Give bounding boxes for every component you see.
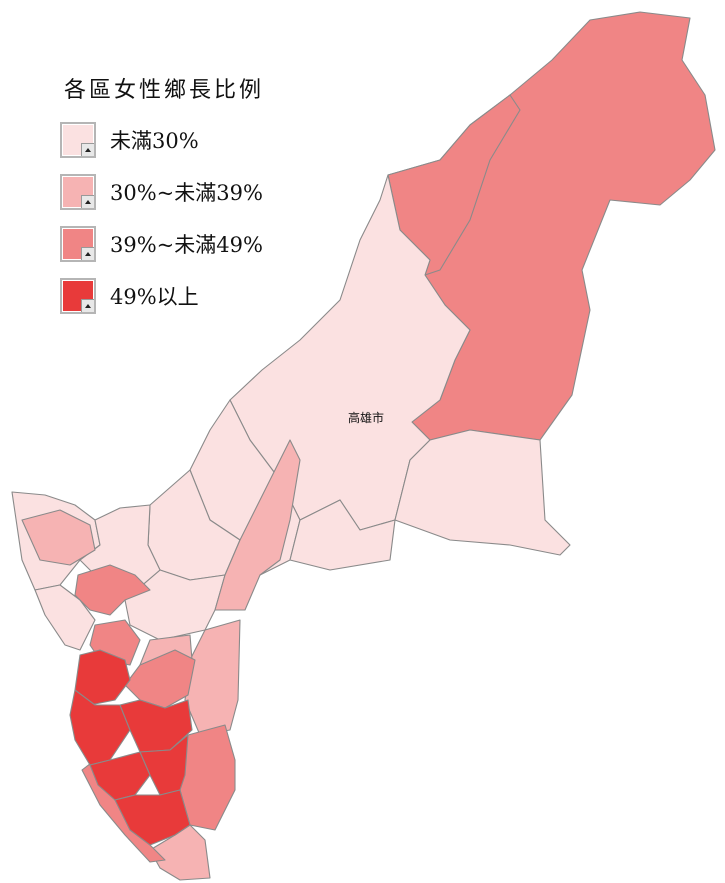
region-south-c (124, 649, 196, 709)
region-high-d (89, 751, 151, 801)
legend-swatch-2 (60, 174, 96, 210)
legend-item-2: 30%~未滿39% (60, 166, 264, 218)
region-east-low (394, 429, 571, 556)
legend-title: 各區女性鄉長比例 (64, 78, 265, 103)
region-central-a (289, 499, 396, 571)
swatch-corner-icon (81, 143, 94, 156)
swatch-corner-icon (81, 299, 94, 312)
legend-label-4: 49%以上 (110, 285, 199, 309)
legend-label-1: 未滿30% (110, 129, 199, 153)
legend-item-1: 未滿30% (60, 114, 264, 166)
legend-label-2: 30%~未滿39% (110, 181, 263, 205)
city-label: 高雄市 (348, 411, 385, 425)
swatch-corner-icon (81, 247, 94, 260)
legend-item-4: 49%以上 (60, 270, 264, 322)
region-west-mid (21, 509, 96, 566)
region-diagonal-strip (214, 439, 301, 611)
legend: 各區女性鄉長比例 未滿30% 30%~未滿39% 39%~未滿49% 49%以上 (60, 72, 264, 322)
region-high-c (119, 699, 193, 753)
region-high-f (114, 789, 191, 846)
region-high-e (139, 734, 189, 796)
region-west-c (34, 584, 96, 651)
legend-swatch-4 (60, 278, 96, 314)
region-south-d (179, 724, 236, 831)
legend-label-3: 39%~未滿49% (110, 233, 263, 257)
region-south-strip (184, 619, 241, 736)
swatch-corner-icon (81, 195, 94, 208)
region-south-a (74, 564, 151, 616)
legend-swatch-1 (60, 122, 96, 158)
legend-swatch-3 (60, 226, 96, 262)
legend-item-3: 39%~未滿49% (60, 218, 264, 270)
